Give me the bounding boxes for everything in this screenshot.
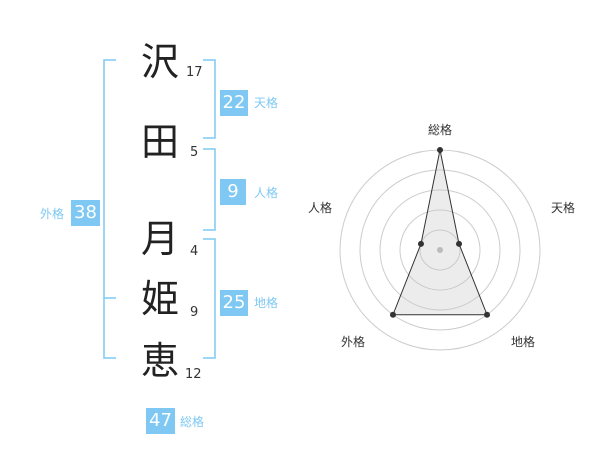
name-char-2: 田 [141,120,180,164]
soukaku-label: 総格 [180,415,205,429]
stroke-count-5: 12 [185,367,202,382]
chikaku-badge: 25 [220,290,248,316]
radar-ring [419,229,461,271]
radar-ring [399,209,481,291]
stroke-count-1: 17 [186,65,203,80]
name-char-5: 恵 [141,339,180,383]
gaikaku-label: 外格 [40,207,65,221]
radar-point-1 [437,147,443,153]
stroke-count-4: 9 [190,305,199,320]
radar-point-4 [389,311,396,318]
radar-point-5 [417,240,424,247]
jinkaku-label: 人格 [254,186,279,200]
radar-ring [359,169,521,331]
stroke-count-3: 4 [190,244,199,259]
stroke-count-2: 5 [190,145,199,160]
name-char-4: 姫 [141,277,180,321]
radar-center [437,247,443,253]
radar-axis-label-1: 総格 [428,122,452,137]
radar-polygon [392,149,488,316]
radar-axis-label-3: 地格 [511,334,535,349]
radar-ring [379,189,501,311]
soukaku-badge: 47 [146,408,175,434]
radar-axis-label-2: 天格 [551,200,575,215]
name-char-3: 月 [141,217,180,261]
tenkaku-badge: 22 [220,90,248,116]
radar-axis-label-5: 人格 [308,200,332,215]
tenkaku-label: 天格 [254,96,279,110]
radar-axis-label-4: 外格 [341,334,365,349]
gaikaku-badge: 38 [71,200,100,226]
chikaku-label: 地格 [254,296,279,310]
radar-point-3 [484,311,491,318]
name-char-1: 沢 [141,40,180,84]
radar-point-2 [456,240,463,247]
jinkaku-badge: 9 [220,179,246,205]
